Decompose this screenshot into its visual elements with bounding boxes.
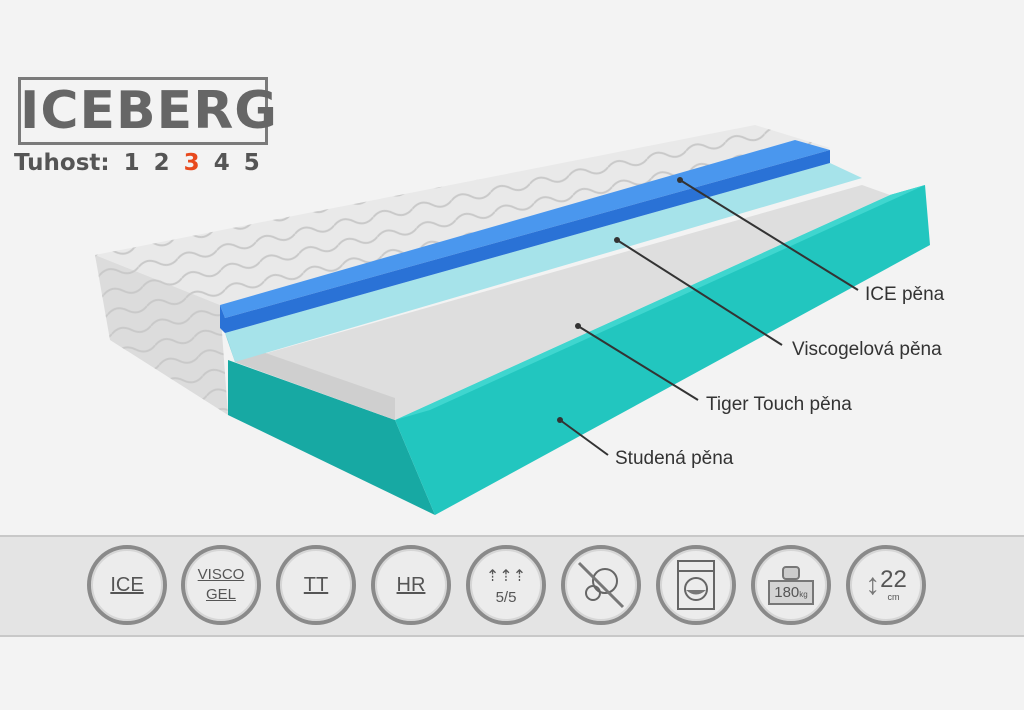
label-cold-foam: Studená pěna xyxy=(615,448,734,469)
leader-lines xyxy=(559,179,859,456)
breathability-icon: ⇡⇡⇡5/5 xyxy=(466,545,546,625)
firmness-level: 5 xyxy=(243,150,260,176)
ice-icon: ICE xyxy=(87,545,167,625)
mattress-cover xyxy=(95,125,830,415)
label-ice-foam: ICE pěna xyxy=(865,284,945,305)
logo-frame xyxy=(18,77,268,145)
firmness-label: Tuhost: xyxy=(14,150,110,176)
layer-viscogel xyxy=(225,163,862,362)
label-tiger-touch-foam: Tiger Touch pěna xyxy=(706,394,852,415)
hr-foam-icon: HR xyxy=(371,545,451,625)
firmness-level: 2 xyxy=(153,150,170,176)
firmness-scale: Tuhost: 1 2 3 4 5 xyxy=(14,150,260,176)
label-viscogel-foam: Viscogelová pěna xyxy=(792,339,942,360)
layer-ice xyxy=(220,140,830,333)
anti-mite-icon xyxy=(561,545,641,625)
firmness-level: 4 xyxy=(213,150,230,176)
firmness-level-selected: 3 xyxy=(183,150,200,176)
tiger-touch-icon: TT xyxy=(276,545,356,625)
firmness-level: 1 xyxy=(123,150,140,176)
max-load-icon: 180kg xyxy=(751,545,831,625)
product-name: ICEBERG xyxy=(20,81,278,141)
layer-tiger-touch xyxy=(228,185,890,420)
washable-cover-icon xyxy=(656,545,736,625)
mattress-illustration xyxy=(95,125,930,515)
layer-cold-foam xyxy=(228,185,930,515)
